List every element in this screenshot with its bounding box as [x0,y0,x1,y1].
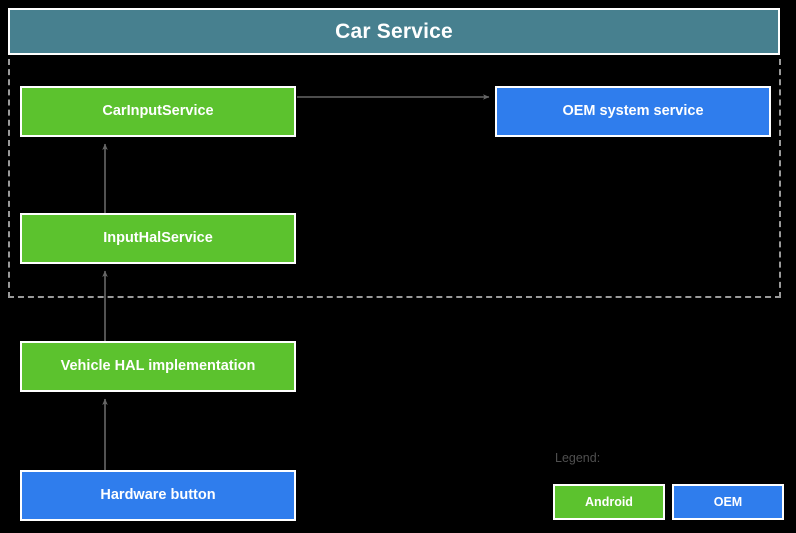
node-oem-system-service[interactable]: OEM system service [495,86,771,137]
node-hardware-button-label: Hardware button [100,486,216,503]
legend-swatch-oem-label: OEM [713,494,743,509]
node-input-hal-service-label: InputHalService [103,229,213,246]
legend: Legend: Android OEM [553,452,785,524]
node-car-input-service[interactable]: CarInputService [20,86,296,137]
node-car-input-service-label: CarInputService [102,102,214,119]
legend-title: Legend: [555,451,601,465]
node-input-hal-service[interactable]: InputHalService [20,213,296,264]
node-hardware-button[interactable]: Hardware button [20,470,296,521]
legend-swatch-oem: OEM [672,484,784,520]
legend-swatch-android-label: Android [585,494,633,509]
legend-swatch-android: Android [553,484,665,520]
node-oem-system-service-label: OEM system service [562,102,704,119]
node-vehicle-hal-implementation-label: Vehicle HAL implementation [60,357,256,374]
node-vehicle-hal-implementation[interactable]: Vehicle HAL implementation [20,341,296,392]
car-service-header-banner: Car Service [8,8,780,55]
diagram-title: Car Service [335,20,453,43]
